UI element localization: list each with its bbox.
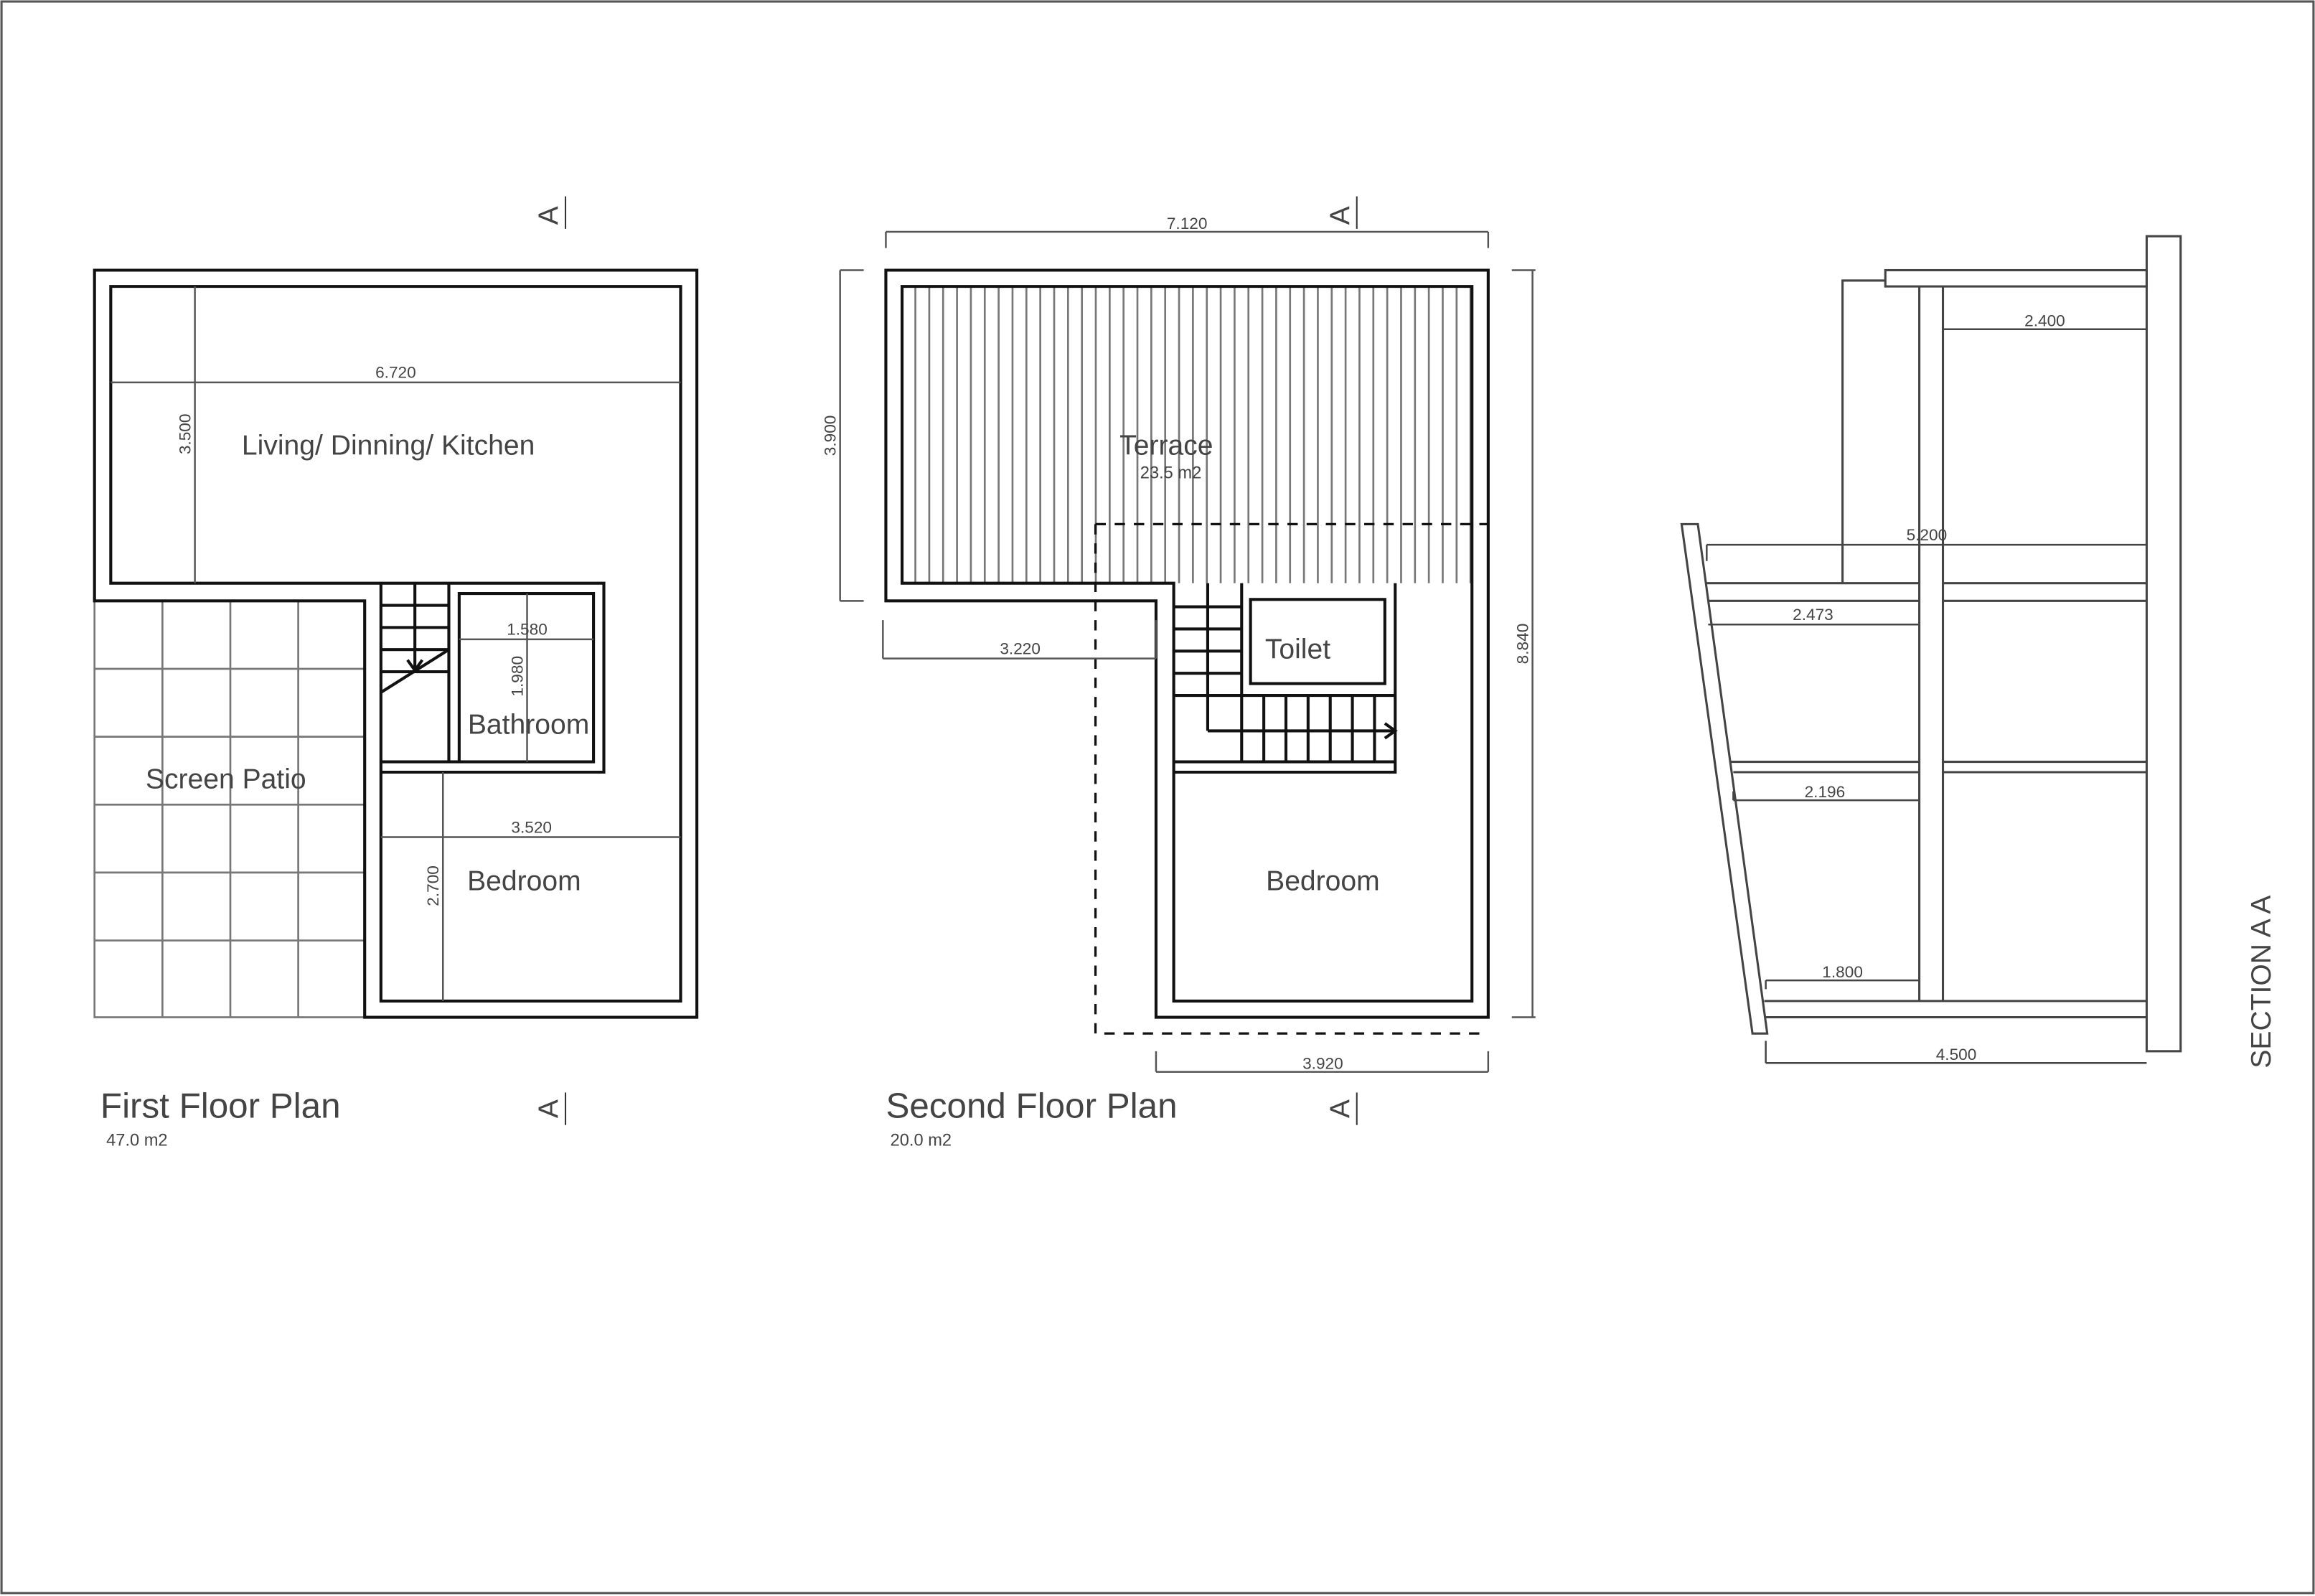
exterior-wall [93,268,699,1019]
dim-bed-width: 3.920 [1302,1055,1343,1073]
first-floor-area: 47.0 m2 [106,1132,167,1150]
room-label-living: Living/ Dinning/ Kitchen [242,431,535,461]
ground-slab [1764,1000,2147,1019]
terrace-hatching [914,286,1472,583]
dimension-lines [839,230,1536,1073]
terrace-area: 23.5 m2 [1140,464,1201,483]
svg-text:A: A [534,206,565,225]
second-floor-area: 20.0 m2 [891,1132,952,1150]
second-floor-title: Second Floor Plan [886,1086,1177,1125]
section-aa [1680,235,2182,1064]
section-marker-bottom: A [534,1092,567,1125]
dim-living-width: 6.720 [375,364,416,382]
upper-floor-slab [1705,582,2147,602]
dim-bed-depth: 2.700 [424,865,442,906]
dim-bath-depth: 1.980 [508,656,526,697]
sloped-wall [1680,522,1769,1035]
stairs [380,583,450,694]
section-marker-top: A [534,196,567,229]
dim-upper: 2.473 [1793,606,1833,624]
room-label-toilet: Toilet [1265,634,1330,665]
dim-total-depth: 8.840 [1513,624,1531,665]
section-marker-bottom: A [1325,1092,1358,1125]
second-floor-plan: 7.120 3.900 3.220 8.840 3.920 Terrace 23… [821,196,1536,1150]
first-floor-title: First Floor Plan [100,1086,341,1125]
upper-floor-outline [1094,522,1488,1035]
room-label-terrace: Terrace [1119,431,1213,461]
column [1918,286,1945,1001]
svg-text:A: A [1325,1099,1356,1118]
svg-text:A: A [1325,206,1356,225]
svg-text:A: A [534,1099,565,1118]
dim-terrace-depth: 3.900 [821,416,839,456]
dim-bath-width: 1.580 [507,621,548,639]
dim-base: 4.500 [1936,1046,1977,1064]
dim-offset: 3.220 [1000,639,1041,657]
parapet [1841,279,1886,583]
interior-wall [109,285,682,1003]
interior-wall [901,285,1474,1003]
stairs [1173,583,1398,762]
first-floor-plan: 6.720 3.500 1.580 1.980 3.520 2.700 Livi… [93,196,699,1150]
exterior-wall [884,268,1490,1019]
room-label-bedroom: Bedroom [1266,866,1380,897]
room-label-bedroom: Bedroom [467,866,581,897]
dimension-lines [1706,328,2147,1064]
roof-slab [1884,268,2148,288]
room-label-patio: Screen Patio [146,764,306,795]
section-marker-top: A [1325,196,1358,229]
section-title: SECTION A A [2246,896,2277,1069]
room-label-bathroom: Bathroom [468,710,589,741]
dim-living-depth: 3.500 [176,414,194,455]
middle-floor-slab [1730,761,2147,774]
dimension-lines [111,286,681,1001]
dim-total-width: 7.120 [1167,215,1208,233]
patio-grid [93,600,366,1018]
dim-top: 2.400 [2024,312,2065,330]
dim-overall: 5.200 [1907,526,1948,544]
dim-middle: 2.196 [1805,783,1846,801]
dim-lower: 1.800 [1822,963,1863,981]
rear-wall [2145,235,2182,1053]
dim-bed-width: 3.520 [511,818,552,836]
